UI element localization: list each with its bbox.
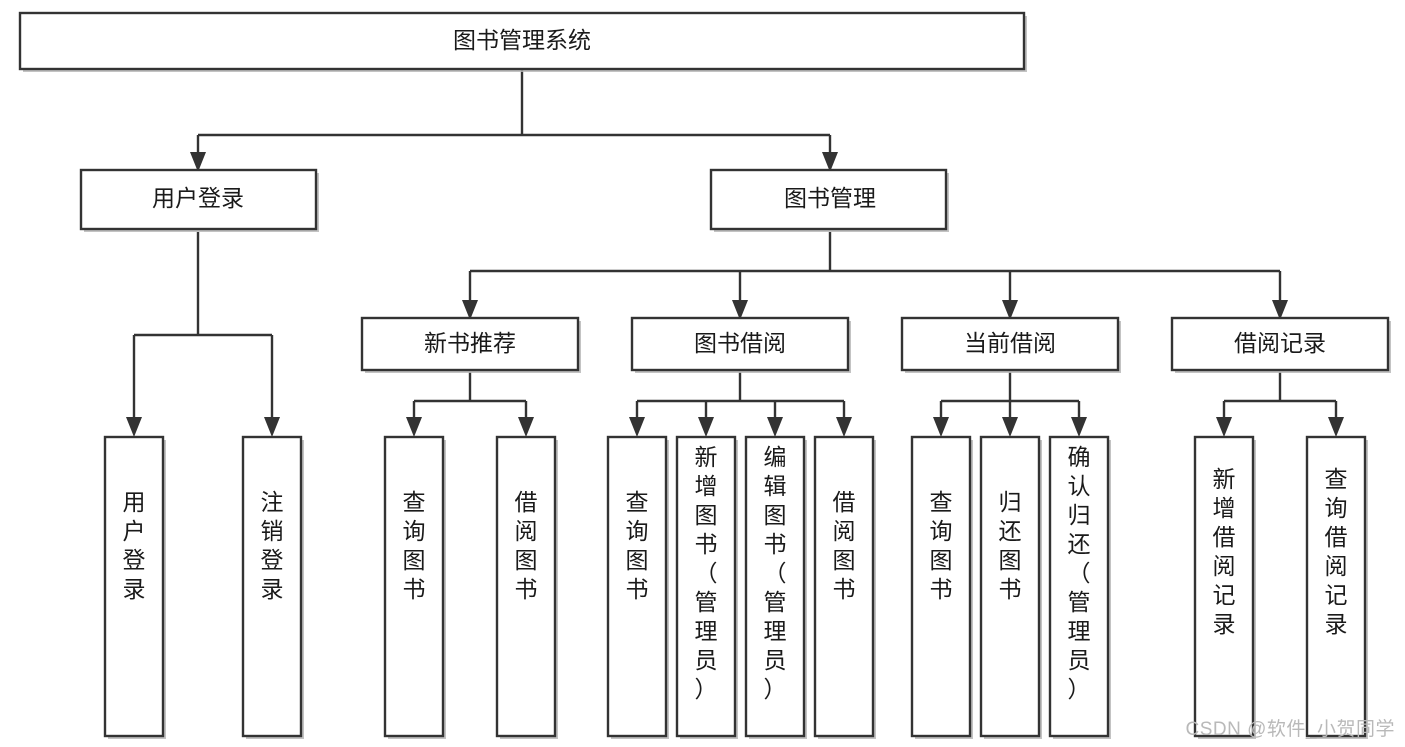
leaf-user-login-label: 用户登录 [123, 489, 146, 602]
node-borrow-record-label: 借阅记录 [1234, 330, 1326, 356]
node-root-label: 图书管理系统 [453, 27, 591, 53]
leaf-borrow-book-bo-label: 借阅图书 [833, 489, 856, 602]
arrow-bm-to-record [1272, 300, 1288, 320]
node-book-borrow[interactable]: 图书借阅 [630, 316, 851, 373]
arrow-bo-to-query [629, 417, 645, 437]
leaf-add-record-label: 新增借阅记录 [1213, 466, 1236, 637]
arrow-root-to-bookmgmt [822, 152, 838, 172]
node-book-borrow-label: 图书借阅 [694, 330, 786, 356]
arrow-bo-to-borrow [836, 417, 852, 437]
arrow-login-to-logout [264, 417, 280, 437]
arrow-nb-to-query [406, 417, 422, 437]
arrow-re-to-add [1216, 417, 1232, 437]
arrow-root-to-login [190, 152, 206, 172]
arrow-cu-to-confirm [1071, 417, 1087, 437]
arrow-nb-to-borrow [518, 417, 534, 437]
arrow-re-to-query [1328, 417, 1344, 437]
node-current-borrow-label: 当前借阅 [964, 330, 1056, 356]
arrow-cu-to-return [1002, 417, 1018, 437]
leaf-query-book-nb[interactable]: 查询图书 [383, 435, 446, 739]
leaf-query-record-label: 查询借阅记录 [1325, 466, 1348, 637]
node-borrow-record[interactable]: 借阅记录 [1170, 316, 1391, 373]
leaf-borrow-book-nb-label: 借阅图书 [515, 489, 538, 602]
arrow-login-to-userlogin [126, 417, 142, 437]
node-current-borrow[interactable]: 当前借阅 [900, 316, 1121, 373]
node-root[interactable]: 图书管理系统 [18, 11, 1027, 72]
leaf-query-book-bo[interactable]: 查询图书 [606, 435, 669, 739]
arrow-cu-to-query [933, 417, 949, 437]
leaf-add-book[interactable]: 新增图书（管理员） [675, 435, 738, 739]
leaf-query-book-cu[interactable]: 查询图书 [910, 435, 973, 739]
leaf-query-book-bo-label: 查询图书 [626, 489, 649, 602]
node-user-login[interactable]: 用户登录 [79, 168, 319, 232]
node-new-book-recommend-label: 新书推荐 [424, 330, 516, 356]
leaf-query-record[interactable]: 查询借阅记录 [1305, 435, 1368, 739]
leaf-confirm-return[interactable]: 确认归还（管理员） [1048, 435, 1111, 739]
leaf-return-book-label: 归还图书 [999, 489, 1022, 602]
node-user-login-label: 用户登录 [152, 185, 244, 211]
leaf-edit-book[interactable]: 编辑图书（管理员） [744, 435, 807, 739]
leaf-logout-label: 注销登录 [261, 489, 284, 602]
arrow-bm-to-current [1002, 300, 1018, 320]
node-book-management-label: 图书管理 [784, 185, 876, 211]
leaf-borrow-book-bo[interactable]: 借阅图书 [813, 435, 876, 739]
arrow-bo-to-edit [767, 417, 783, 437]
leaf-query-book-nb-label: 查询图书 [403, 489, 426, 602]
connectors [126, 69, 1344, 437]
arrow-bm-to-newbook [462, 300, 478, 320]
leaf-confirm-return-label: 确认归还（管理员） [1068, 444, 1091, 702]
leaf-add-record[interactable]: 新增借阅记录 [1193, 435, 1256, 739]
node-new-book-recommend[interactable]: 新书推荐 [360, 316, 581, 373]
leaf-user-login[interactable]: 用户登录 [103, 435, 166, 739]
leaf-logout[interactable]: 注销登录 [241, 435, 304, 739]
leaf-add-book-label: 新增图书（管理员） [695, 444, 718, 702]
node-book-management[interactable]: 图书管理 [709, 168, 949, 232]
arrow-bo-to-add [698, 417, 714, 437]
leaf-edit-book-label: 编辑图书（管理员） [764, 444, 787, 702]
leaf-query-book-cu-label: 查询图书 [930, 489, 953, 602]
arrow-bm-to-borrow [732, 300, 748, 320]
leaf-borrow-book-nb[interactable]: 借阅图书 [495, 435, 558, 739]
leaf-return-book[interactable]: 归还图书 [979, 435, 1042, 739]
